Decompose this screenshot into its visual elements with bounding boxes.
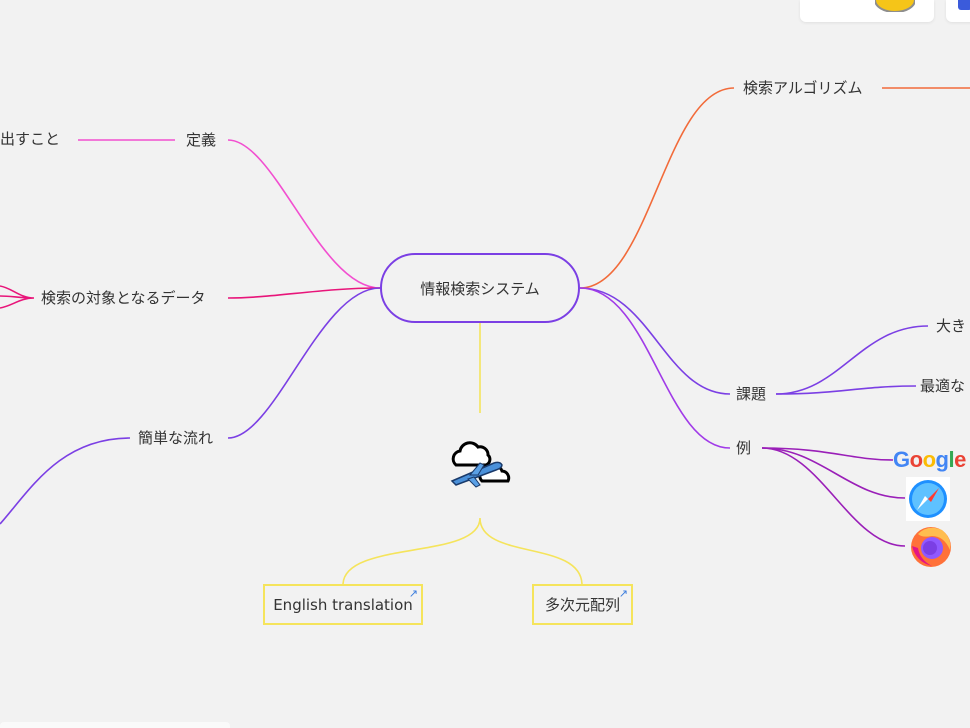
connector-issues-root: [579, 287, 731, 395]
connector-examples-child1: [761, 447, 894, 461]
connector-flow-root: [227, 287, 381, 439]
definition-child-node[interactable]: 出すこと: [0, 130, 61, 148]
connector-flow-child: [0, 437, 131, 525]
connector-issues-child1: [775, 325, 929, 395]
firefox-icon[interactable]: [908, 522, 954, 568]
connector-definition-root: [227, 139, 381, 289]
airplane-clouds-icon: [450, 441, 511, 488]
connector-algorithm-root: [579, 87, 735, 289]
english-translation-node[interactable]: English translation ↗: [263, 584, 423, 625]
issues-child-1[interactable]: 大き: [936, 317, 967, 335]
bottom-card: [0, 722, 230, 728]
connector-issues-child2: [775, 385, 917, 395]
data-node[interactable]: 検索の対象となるデータ: [41, 289, 206, 307]
connector-data-children: [0, 285, 35, 309]
blue-square-icon: [958, 0, 970, 10]
safari-icon[interactable]: [906, 477, 950, 521]
algorithm-node[interactable]: 検索アルゴリズム: [743, 79, 863, 97]
link-arrow-icon[interactable]: ↗: [408, 587, 418, 600]
link-arrow-icon[interactable]: ↗: [618, 587, 628, 600]
multidim-array-label: 多次元配列: [544, 596, 620, 614]
yellow-circle-icon: [875, 0, 915, 12]
google-logo[interactable]: Google: [893, 447, 966, 472]
root-label: 情報検索システム: [420, 279, 540, 298]
connector-bottom-links: [342, 517, 583, 585]
connector-data-root: [227, 287, 381, 299]
multidim-array-node[interactable]: 多次元配列 ↗: [532, 584, 633, 625]
connector-examples-child2: [761, 447, 906, 499]
examples-node[interactable]: 例: [736, 439, 752, 457]
english-translation-label: English translation: [273, 595, 413, 614]
connector-examples-child3: [761, 447, 906, 547]
issues-node[interactable]: 課題: [736, 385, 767, 403]
definition-node[interactable]: 定義: [186, 131, 217, 149]
top-card[interactable]: [800, 0, 934, 22]
issues-child-2[interactable]: 最適な: [920, 377, 966, 395]
flow-node[interactable]: 簡単な流れ: [138, 429, 214, 447]
top-card-blue[interactable]: [946, 0, 970, 22]
root-node[interactable]: 情報検索システム: [380, 253, 580, 323]
connector-examples-root: [579, 287, 731, 449]
